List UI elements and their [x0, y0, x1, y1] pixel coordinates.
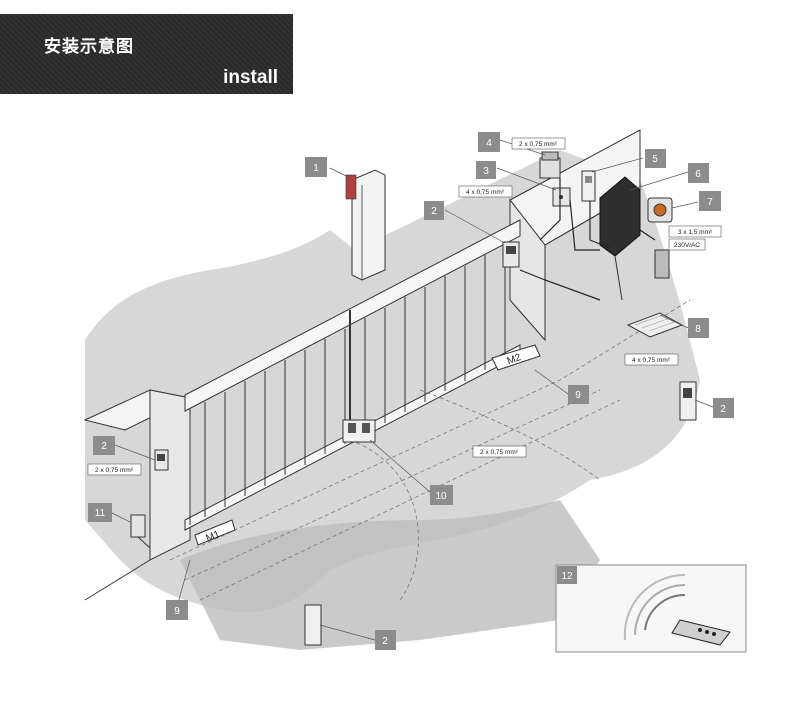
photocell-column: [345, 169, 386, 281]
control-unit: [599, 176, 641, 301]
remote-control: [671, 619, 731, 646]
right-wall: [509, 129, 641, 342]
header-banner: 安装示意图 install: [0, 14, 293, 94]
svg-text:8: 8: [695, 324, 701, 335]
callout-6: 6: [688, 163, 709, 183]
svg-text:2: 2: [431, 206, 437, 217]
wire-label-2x075-left: 2 x 0,75 mm²: [87, 463, 142, 476]
wire-label-3x15: 3 x 1,5 mm²: [668, 225, 722, 238]
svg-text:2: 2: [720, 404, 726, 415]
remote-panel: [555, 564, 747, 653]
svg-text:3: 3: [483, 166, 489, 177]
reader-11: [130, 514, 151, 549]
wire-label-4x075-mid: 4 x 0,75 mm²: [624, 353, 679, 366]
loop-m2-label: M2: [506, 352, 523, 367]
callout-9-right: 9: [568, 385, 589, 404]
callout-3: 3: [476, 161, 496, 179]
power-post: [654, 249, 670, 279]
svg-text:9: 9: [174, 606, 180, 617]
svg-text:2: 2: [101, 441, 107, 452]
wire-label-4x075-top: 4 x 0,75 mm²: [458, 185, 513, 198]
svg-text:2 x 0,75 mm²: 2 x 0,75 mm²: [480, 449, 519, 456]
banner-title: 安装示意图: [44, 37, 134, 56]
svg-text:230V/AC: 230V/AC: [674, 242, 700, 249]
svg-text:2 x 0,75 mm²: 2 x 0,75 mm²: [95, 467, 134, 474]
svg-text:11: 11: [95, 508, 106, 519]
callout-7: 7: [699, 191, 721, 211]
svg-text:9: 9: [575, 390, 581, 401]
svg-text:6: 6: [695, 169, 701, 180]
loop-m2: M2: [491, 344, 541, 371]
motor: [342, 419, 376, 443]
svg-text:5: 5: [652, 154, 658, 165]
callout-4: 4: [478, 132, 500, 152]
svg-text:3 x 1,5 mm²: 3 x 1,5 mm²: [678, 229, 713, 236]
callout-10: 10: [430, 485, 453, 505]
callout-2-top: 2: [424, 201, 444, 220]
svg-text:12: 12: [561, 571, 573, 582]
svg-text:2: 2: [382, 636, 388, 647]
photocell-right-top: [502, 241, 520, 268]
callout-8: 8: [688, 318, 709, 338]
banner-subtitle: install: [223, 67, 278, 88]
svg-text:4: 4: [486, 138, 492, 149]
svg-text:4 x 0,75 mm²: 4 x 0,75 mm²: [632, 357, 671, 364]
wire-label-2x075-top: 2 x 0,75 mm²: [511, 137, 566, 150]
wire-label-230v: 230V/AC: [668, 238, 706, 251]
wiring: [519, 178, 656, 301]
callout-1: 1: [305, 157, 327, 177]
svg-text:7: 7: [707, 197, 713, 208]
antenna-box: [552, 187, 571, 207]
callout-9-left: 9: [166, 600, 188, 620]
key-selector: [581, 170, 596, 202]
ground-area-shadow: [180, 500, 600, 650]
callout-2-right: 2: [713, 398, 734, 418]
photocell-left: [154, 449, 169, 471]
callout-2-left: 2: [93, 436, 115, 455]
post-bottom: [304, 604, 322, 646]
loop-m1: M1: [194, 519, 236, 546]
callout-11: 11: [88, 503, 112, 522]
left-wall: [83, 389, 192, 601]
ground-rails: [169, 299, 691, 601]
callout-2-bottom: 2: [375, 630, 396, 650]
svg-text:4 x 0,75 mm²: 4 x 0,75 mm²: [466, 189, 505, 196]
disconnect-switch: [647, 197, 673, 223]
svg-text:10: 10: [435, 491, 447, 502]
post-right: [679, 381, 697, 421]
callout-5: 5: [645, 149, 666, 168]
leader-lines: [111, 139, 714, 641]
callout-12: 12: [557, 566, 577, 584]
svg-text:2 x 0,75 mm²: 2 x 0,75 mm²: [519, 141, 558, 148]
loop-m1-label: M1: [205, 529, 222, 545]
flashing-lamp: [539, 151, 561, 179]
svg-text:1: 1: [313, 163, 319, 174]
wire-label-2x075-mid: 2 x 0,75 mm²: [472, 445, 527, 458]
